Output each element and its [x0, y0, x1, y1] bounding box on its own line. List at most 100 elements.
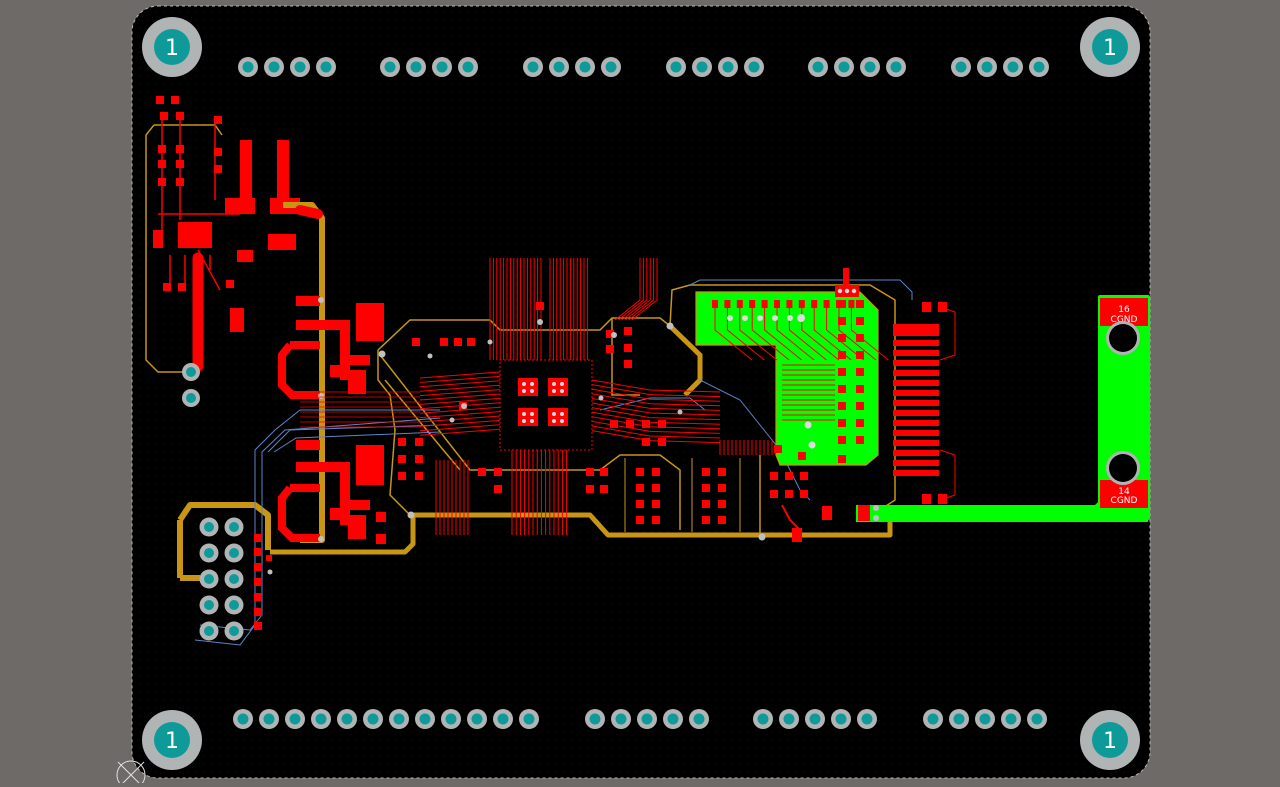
fpc-pin[interactable] [893, 324, 939, 330]
header-pin[interactable] [389, 709, 409, 729]
header-pin[interactable] [1029, 57, 1049, 77]
mcu-area[interactable] [300, 258, 832, 542]
left-header-passives[interactable] [254, 534, 273, 630]
power-stage-section[interactable] [278, 296, 386, 544]
smd-pad[interactable] [214, 148, 222, 156]
header-pin[interactable] [290, 57, 310, 77]
header-pin[interactable] [1027, 709, 1047, 729]
smd-pad[interactable] [296, 462, 350, 472]
smd-pad[interactable] [178, 283, 186, 291]
fpc-pin[interactable] [893, 430, 939, 436]
header-pin[interactable] [224, 543, 244, 563]
smd-component-grid[interactable] [636, 468, 832, 542]
mcu-thermal-pads[interactable] [518, 378, 568, 426]
header-pin[interactable] [831, 709, 851, 729]
fpc-pin[interactable] [893, 460, 939, 466]
fpc-pin[interactable] [893, 450, 939, 456]
vias[interactable] [378, 319, 766, 541]
header-pin[interactable] [1001, 709, 1021, 729]
smd-pad[interactable] [153, 230, 163, 248]
header-pin[interactable] [744, 57, 764, 77]
fpc-pin[interactable] [893, 330, 939, 336]
header-pin[interactable] [601, 57, 621, 77]
smd-pad[interactable] [156, 96, 164, 104]
header-pin[interactable] [975, 709, 995, 729]
header-pin[interactable] [316, 57, 336, 77]
smd-pad[interactable] [376, 512, 386, 522]
via[interactable] [318, 393, 324, 399]
header-pin[interactable] [585, 709, 605, 729]
header-pin[interactable] [923, 709, 943, 729]
header-pin[interactable] [199, 543, 219, 563]
fpc-connector-mounts[interactable] [922, 302, 956, 504]
header-pin[interactable] [441, 709, 461, 729]
fpc-pin[interactable] [893, 400, 939, 406]
header-pin[interactable] [611, 709, 631, 729]
header-pin[interactable] [1003, 57, 1023, 77]
smd-pad[interactable] [226, 280, 234, 288]
smd-pad[interactable] [225, 198, 255, 214]
header-pin[interactable] [834, 57, 854, 77]
passive-pads[interactable] [398, 302, 666, 493]
header-pin[interactable] [264, 57, 284, 77]
header-pin[interactable] [549, 57, 569, 77]
fpc-pin[interactable] [893, 440, 939, 446]
header-pin[interactable] [663, 709, 683, 729]
header-pin[interactable] [523, 57, 543, 77]
header-pin[interactable] [224, 569, 244, 589]
header-pin[interactable] [259, 709, 279, 729]
header-pin[interactable] [805, 709, 825, 729]
header-pin[interactable] [689, 709, 709, 729]
header-pin[interactable] [285, 709, 305, 729]
smd-pad[interactable] [237, 250, 253, 262]
smd-pad[interactable] [348, 370, 366, 394]
via[interactable] [318, 536, 324, 542]
large-pad[interactable] [240, 140, 252, 212]
smd-pad[interactable] [214, 165, 222, 173]
pour-pads[interactable] [712, 300, 889, 463]
header-pin[interactable] [493, 709, 513, 729]
header-pin[interactable] [666, 57, 686, 77]
smd-pad[interactable] [296, 320, 350, 330]
fpc-pin[interactable] [893, 470, 939, 476]
via[interactable] [873, 515, 879, 521]
mounting-hole-bottom-right[interactable]: 1 [1080, 710, 1140, 770]
header-pin[interactable] [467, 709, 487, 729]
header-pin[interactable] [224, 595, 244, 615]
header-pin[interactable] [637, 709, 657, 729]
header-pin[interactable] [199, 517, 219, 537]
smd-pad[interactable] [230, 308, 244, 332]
header-pin[interactable] [949, 709, 969, 729]
fpc-pin[interactable] [893, 420, 939, 426]
smd-pad[interactable] [376, 534, 386, 544]
fpc-pin[interactable] [893, 410, 939, 416]
pour-header[interactable] [835, 268, 859, 297]
header-pin[interactable] [199, 569, 219, 589]
smd-pad[interactable] [330, 365, 348, 377]
smd-pad[interactable] [858, 505, 870, 521]
mounting-hole-top-right[interactable]: 1 [1080, 17, 1140, 77]
header-pin[interactable] [406, 57, 426, 77]
edge-connector[interactable]: 16 CGND 14 CGND [856, 295, 1150, 522]
smd-pad[interactable] [296, 440, 320, 450]
smd-pad[interactable] [171, 96, 179, 104]
header-pin[interactable] [199, 595, 219, 615]
header-pin[interactable] [432, 57, 452, 77]
fpc-pin[interactable] [893, 380, 939, 386]
smd-pad[interactable] [268, 234, 296, 250]
header-pin[interactable] [337, 709, 357, 729]
header-pin[interactable] [519, 709, 539, 729]
fpc-pin[interactable] [893, 340, 939, 346]
header-pin[interactable] [575, 57, 595, 77]
header-pin[interactable] [808, 57, 828, 77]
header-pin[interactable] [415, 709, 435, 729]
smd-pad[interactable] [160, 112, 168, 120]
ground-pour-region[interactable] [695, 268, 889, 466]
smd-pad[interactable] [176, 112, 184, 120]
mcu-body[interactable] [499, 359, 593, 451]
header-pin[interactable] [238, 57, 258, 77]
header-pin[interactable] [753, 709, 773, 729]
header-pin[interactable] [857, 709, 877, 729]
large-pad[interactable] [277, 140, 289, 212]
